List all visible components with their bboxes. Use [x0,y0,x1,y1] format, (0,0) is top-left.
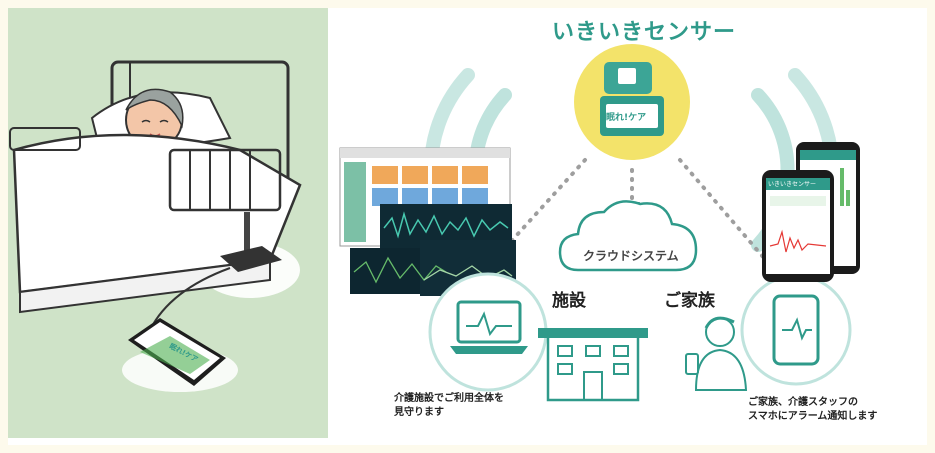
facility-laptop-icon [428,272,548,392]
sensor-device [574,44,690,160]
facility-label: 施設 [552,291,586,311]
family-label: ご家族 [664,291,715,311]
family-caption: ご家族、介護スタッフの スマホにアラーム通知します [748,396,877,424]
tablet [122,318,238,392]
facility-caption: 介護施設でご利用全体を 見守ります [394,392,504,420]
family-phone-icon [740,274,852,386]
person-illustration [685,316,748,391]
facility-building-icon [538,328,648,402]
phone-header: いきいきセンサー [768,181,817,188]
facility-caption-line-2: 見守ります [394,407,444,418]
device-label: 眠れ!ケア [606,113,647,123]
family-caption-line-1: ご家族、介護スタッフの [748,397,858,408]
family-caption-line-2: スマホにアラーム通知します [748,411,878,422]
facility-caption-line-1: 介護施設でご利用全体を [394,393,504,404]
smartphones [762,142,860,282]
cloud-label: クラウドシステム [583,249,679,263]
page-title: いきいきセンサー [552,20,737,45]
bed-illustration [9,60,302,331]
cloud-icon [558,200,698,272]
monitoring-screens [339,147,516,296]
